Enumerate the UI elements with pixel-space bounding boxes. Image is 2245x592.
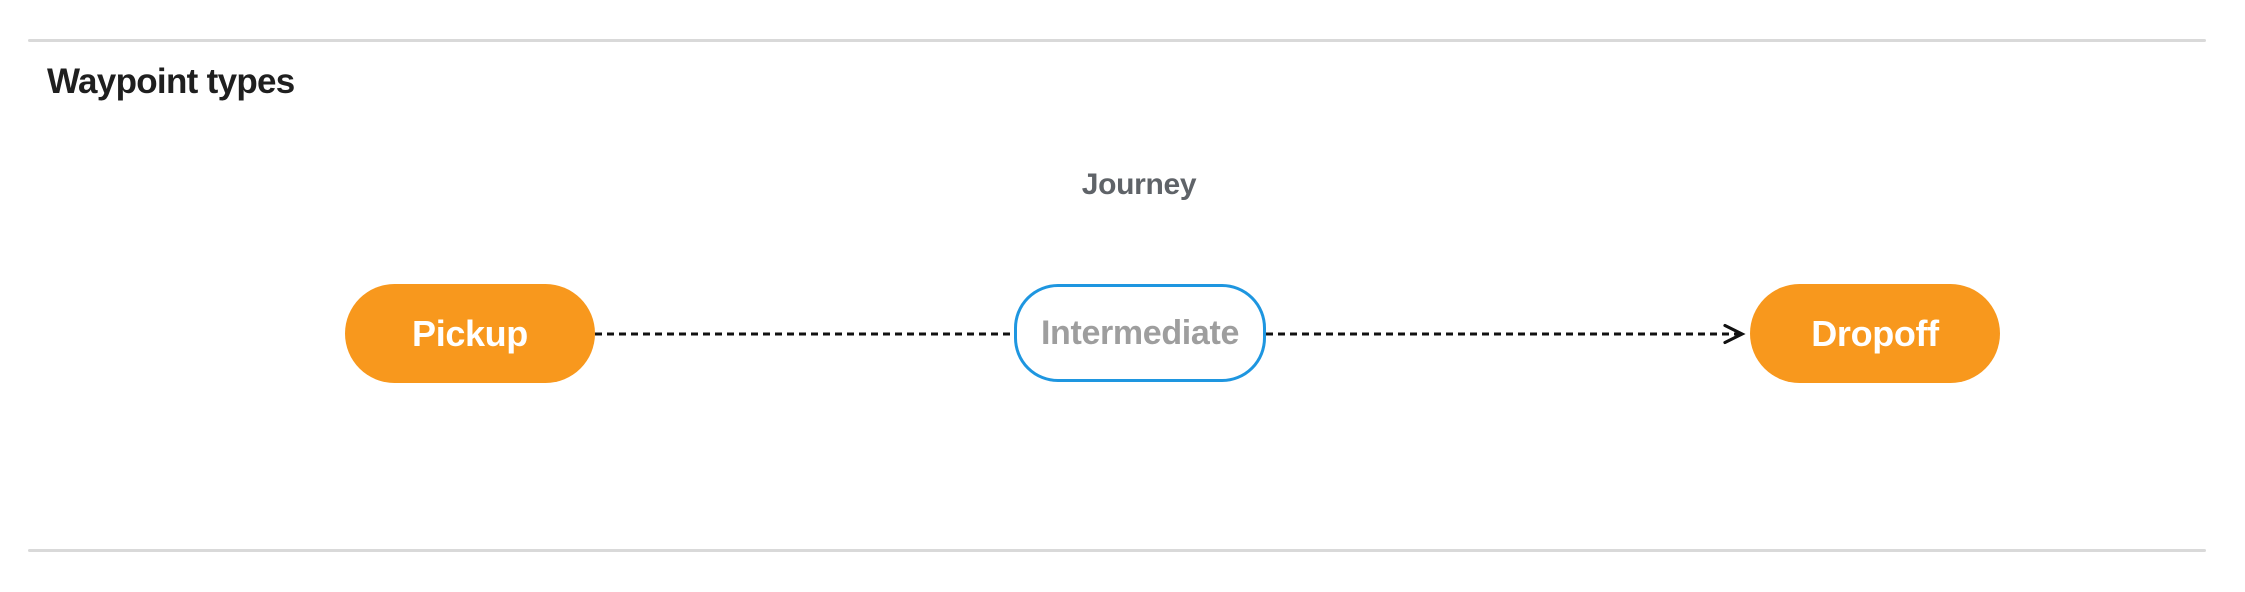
node-intermediate: Intermediate <box>1014 284 1266 382</box>
section-divider-bottom <box>28 549 2206 552</box>
node-pickup: Pickup <box>345 284 595 383</box>
page-title: Waypoint types <box>47 62 295 101</box>
node-dropoff: Dropoff <box>1750 284 2000 383</box>
journey-label: Journey <box>1081 168 1197 201</box>
node-pickup-label: Pickup <box>412 312 528 354</box>
node-intermediate-label: Intermediate <box>1040 313 1240 352</box>
section-divider-top <box>28 39 2206 42</box>
node-dropoff-label: Dropoff <box>1811 312 1939 354</box>
